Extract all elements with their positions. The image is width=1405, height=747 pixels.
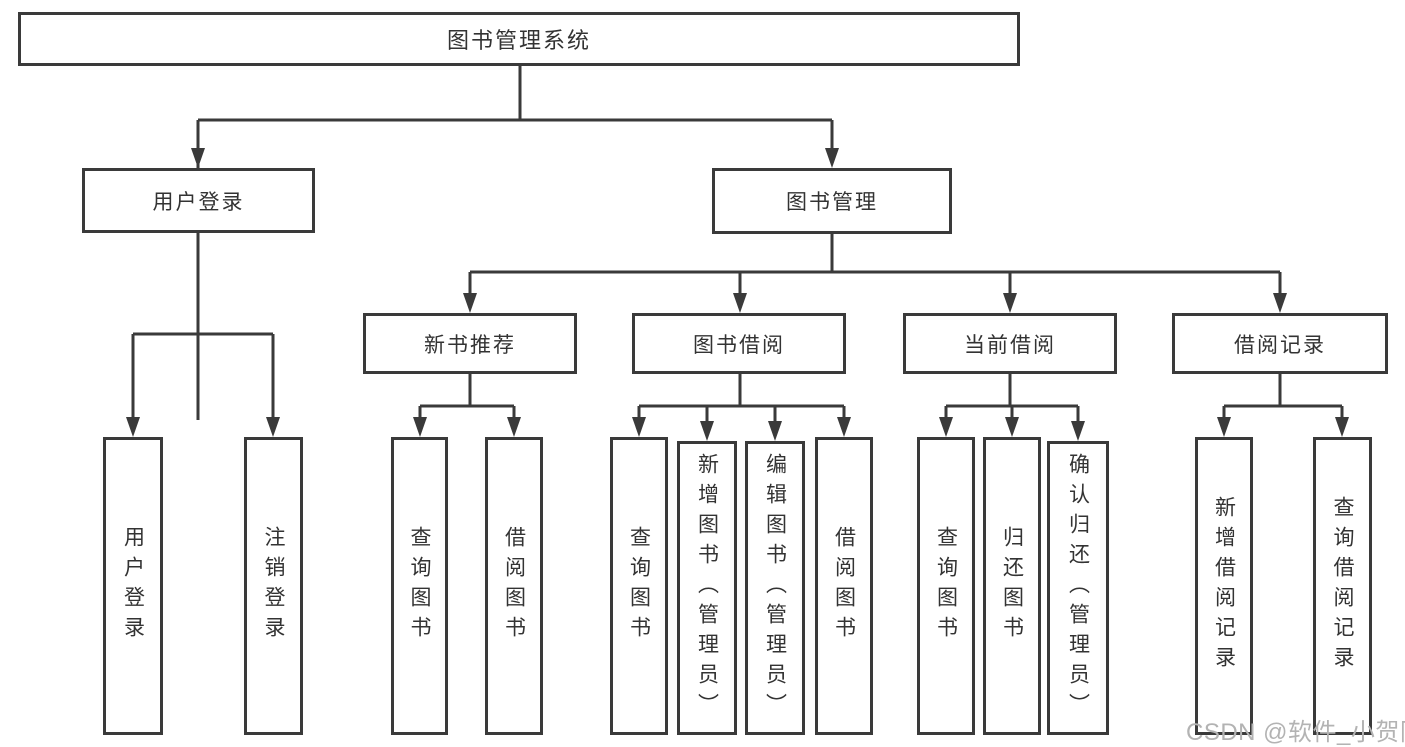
node-login: 用户登录 <box>103 437 163 735</box>
node-book-management: 图书管理 <box>712 168 952 234</box>
node-query-books-2: 查询图书 <box>610 437 668 735</box>
connector-book-management-branch <box>468 233 1282 296</box>
node-borrow-records: 借阅记录 <box>1172 313 1388 374</box>
connector-borrow-record-branch <box>1222 374 1344 420</box>
node-borrow-books-1: 借阅图书 <box>485 437 543 735</box>
node-confirm-return-admin: 确认归还（管理员） <box>1047 441 1109 735</box>
node-edit-book-admin: 编辑图书（管理员） <box>745 441 805 735</box>
node-library-system: 图书管理系统 <box>18 12 1020 66</box>
node-borrow-books-2: 借阅图书 <box>815 437 873 735</box>
node-book-borrow: 图书借阅 <box>632 313 846 374</box>
node-query-books-3: 查询图书 <box>917 437 975 735</box>
node-logout: 注销登录 <box>244 437 303 735</box>
node-current-borrow: 当前借阅 <box>903 313 1117 374</box>
node-query-borrow-record: 查询借阅记录 <box>1313 437 1372 735</box>
node-return-book: 归还图书 <box>983 437 1041 735</box>
node-add-book-admin: 新增图书（管理员） <box>677 441 737 735</box>
watermark-text: CSDN @软件_小贺同学 <box>1186 719 1405 746</box>
node-new-book-recommend: 新书推荐 <box>363 313 577 374</box>
connector-user-login-branch <box>131 233 275 420</box>
connector-book-borrow-branch <box>637 374 846 424</box>
node-query-books-1: 查询图书 <box>391 437 448 735</box>
connector-current-borrow-branch <box>944 374 1080 424</box>
node-add-borrow-record: 新增借阅记录 <box>1195 437 1253 735</box>
node-user-login: 用户登录 <box>82 168 315 233</box>
connector-new-book-branch <box>418 374 516 420</box>
